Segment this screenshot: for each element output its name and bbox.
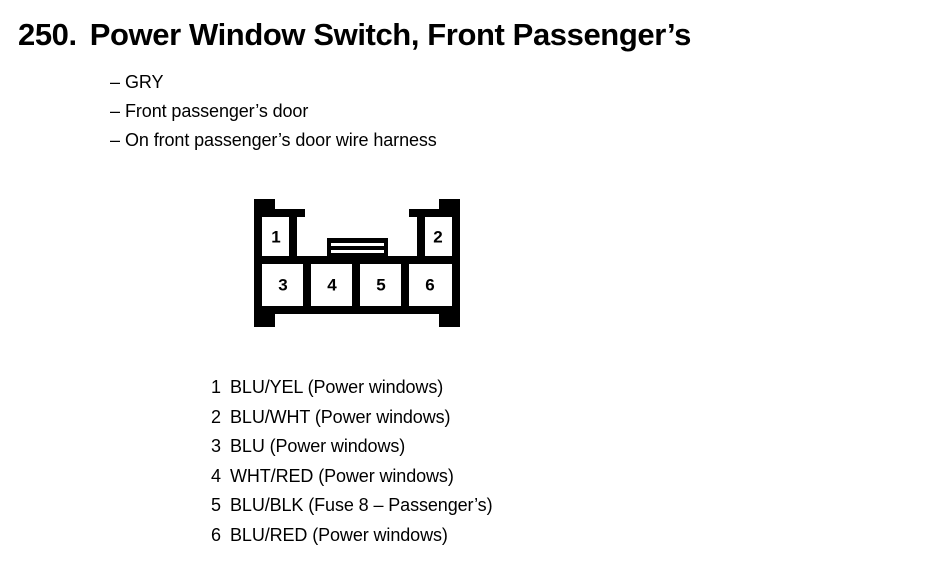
- attribute-item-label: On front passenger’s door wire harness: [125, 130, 437, 150]
- pin-legend-number: 3: [210, 436, 221, 456]
- connector-diagram: 1 2 3 4 5 6: [248, 192, 466, 334]
- dash-bullet-icon: –: [110, 130, 121, 150]
- dash-bullet-icon: –: [110, 101, 121, 121]
- connector-cell-5: [360, 264, 401, 306]
- connector-bottom-tab-right: [439, 306, 460, 327]
- connector-cell-1: [262, 217, 289, 256]
- pin-legend-row: 2 BLU/WHT (Power windows): [200, 403, 492, 433]
- connector-top-tab-left: [254, 199, 275, 209]
- connector-cell-2: [425, 217, 452, 256]
- pin-legend-number: 4: [210, 465, 221, 486]
- connector-inner-wall-left: [289, 209, 297, 256]
- connector-cell-3: [262, 264, 303, 306]
- connector-pin-label-6: 6: [425, 275, 434, 294]
- attribute-item-color: – GRY: [110, 68, 437, 97]
- pin-legend-row: 3 BLU (Power windows): [200, 432, 492, 462]
- attribute-list: – GRY – Front passenger’s door – On fron…: [110, 68, 437, 155]
- page-title-number: 250.: [18, 17, 77, 52]
- connector-cell-4: [311, 264, 352, 306]
- connector-pin-label-2: 2: [433, 227, 442, 246]
- pin-legend-description: BLU/RED (Power windows): [230, 524, 448, 545]
- pin-legend-description: BLU/BLK (Fuse 8 – Passenger’s): [230, 495, 493, 515]
- page-title: 250. Power Window Switch, Front Passenge…: [18, 17, 691, 53]
- dash-bullet-icon: –: [110, 72, 121, 92]
- connector-top-rail-left: [262, 209, 305, 217]
- locking-tab-icon: [327, 238, 388, 256]
- pin-legend-row: 5 BLU/BLK (Fuse 8 – Passenger’s): [200, 491, 493, 521]
- connector-divider-56: [401, 264, 409, 306]
- pin-legend-list: 1 BLU/YEL (Power windows) 2 BLU/WHT (Pow…: [200, 373, 493, 551]
- pin-legend-number: 6: [210, 524, 221, 545]
- connector-pin-label-5: 5: [376, 275, 385, 294]
- pin-legend-number: 2: [210, 406, 221, 427]
- pin-legend-number: 1: [210, 377, 221, 397]
- attribute-item-label: GRY: [125, 72, 164, 92]
- connector-bottom-rail: [275, 306, 439, 314]
- connector-inner-wall-right: [417, 209, 425, 256]
- attribute-item-label: Front passenger’s door: [125, 101, 309, 121]
- connector-pin-label-3: 3: [278, 275, 287, 294]
- pin-legend-description: WHT/RED (Power windows): [230, 465, 454, 486]
- connector-divider-34: [303, 264, 311, 306]
- pin-legend-row: 4 WHT/RED (Power windows): [200, 462, 492, 492]
- pin-legend-description: BLU (Power windows): [230, 436, 406, 456]
- page-title-text: Power Window Switch, Front Passenger’s: [89, 17, 692, 52]
- connector-divider-45: [352, 264, 360, 306]
- pin-legend-row: 6 BLU/RED (Power windows): [200, 521, 492, 551]
- pin-legend-description: BLU/WHT (Power windows): [230, 406, 451, 427]
- attribute-item-harness: – On front passenger’s door wire harness: [110, 126, 437, 155]
- pin-legend-description: BLU/YEL (Power windows): [230, 377, 444, 397]
- pin-legend-number: 5: [210, 495, 221, 515]
- locking-tab-slot-lower: [331, 250, 384, 253]
- connector-pin-label-4: 4: [327, 275, 337, 294]
- connector-pin-label-1: 1: [271, 227, 280, 246]
- connector-top-tab-right: [439, 199, 460, 209]
- connector-mid-divider: [254, 256, 460, 264]
- attribute-item-location: – Front passenger’s door: [110, 97, 437, 126]
- connector-cell-6: [409, 264, 452, 306]
- connector-bottom-tab-left: [254, 306, 275, 327]
- connector-top-rail-right: [409, 209, 452, 217]
- locking-tab-slot-upper: [331, 243, 384, 246]
- pin-legend-row: 1 BLU/YEL (Power windows): [200, 373, 492, 403]
